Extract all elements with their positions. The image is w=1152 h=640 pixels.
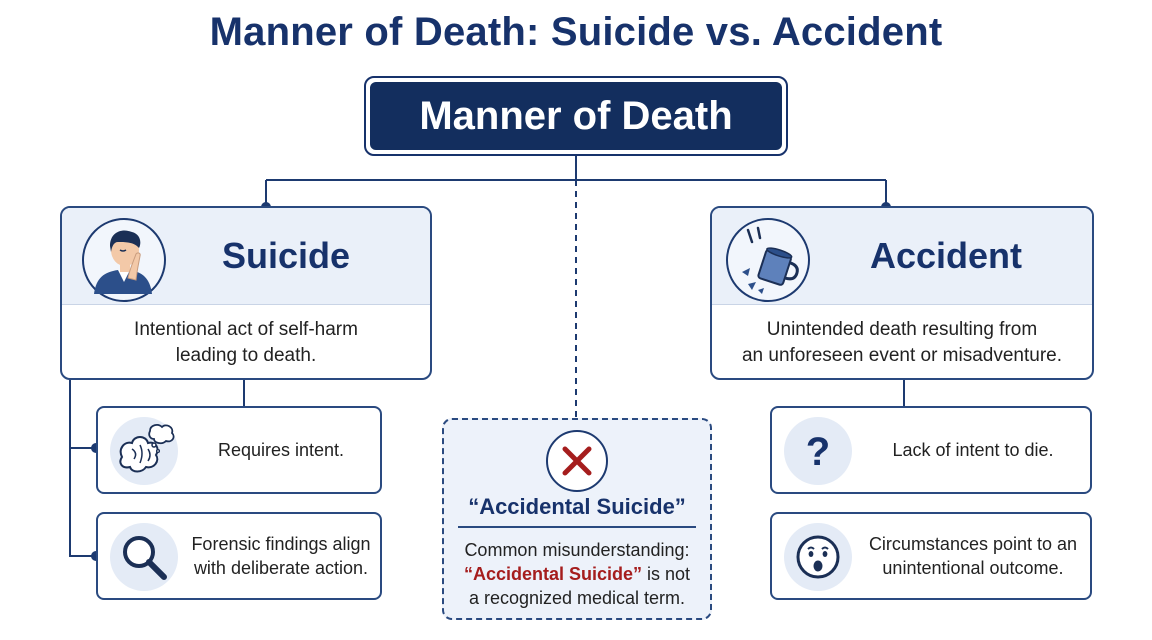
misconception-box: “Accidental Suicide” Common misunderstan… [442,418,712,620]
criterion-line: Circumstances point to an [868,534,1078,554]
suicide-card-header: Suicide [62,208,430,305]
criterion-text: Circumstances point to an unintentional … [864,514,1082,598]
criterion-line: Requires intent. [217,440,345,460]
accident-title: Accident [870,235,1023,276]
distressed-person-icon [82,218,166,302]
suicide-criterion-intent: Requires intent. [96,406,382,494]
root-node: Manner of Death [364,76,788,156]
root-node-label: Manner of Death [370,82,782,150]
criterion-text: Forensic findings align with deliberate … [190,514,372,598]
magnifying-glass-icon [110,523,178,591]
accident-card-header: Accident [712,208,1092,305]
suicide-card: Suicide Intentional act of self-harm lea… [60,206,432,380]
brain-thought-icon [110,417,178,485]
divider [458,526,696,528]
criterion-line: Forensic findings align [191,534,371,554]
misconception-text: Common misunderstanding: “Accidental Sui… [444,538,710,610]
suicide-description: Intentional act of self-harm leading to … [62,305,430,369]
surprised-face-icon [784,523,852,591]
falling-mug-icon [726,218,810,302]
suicide-title: Suicide [222,235,351,276]
suicide-description-line: leading to death. [175,345,317,366]
misconception-line: “Accidental Suicide” is not [444,562,710,586]
page-title: Manner of Death: Suicide vs. Accident [209,10,943,54]
accident-description: Unintended death resulting from an unfor… [712,305,1092,369]
criterion-text: Lack of intent to die. [864,408,1082,492]
accident-description-line: Unintended death resulting from [766,319,1038,340]
x-mark-icon [546,430,608,492]
suicide-criterion-forensic: Forensic findings align with deliberate … [96,512,382,600]
svg-text:?: ? [806,430,830,474]
criterion-line: unintentional outcome. [882,558,1064,578]
accident-criterion-circumstances: Circumstances point to an unintentional … [770,512,1092,600]
accident-description-line: an unforeseen event or misadventure. [741,345,1063,366]
criterion-line: Lack of intent to die. [892,440,1054,460]
suicide-description-line: Intentional act of self-harm [134,319,358,340]
misconception-line: a recognized medical term. [468,588,686,608]
criterion-line: with deliberate action. [193,558,369,578]
accident-criterion-intent: ? Lack of intent to die. [770,406,1092,494]
accident-card: Accident Unintended death resulting from… [710,206,1094,380]
misconception-heading: “Accidental Suicide” [468,494,686,519]
misconception-term: “Accidental Suicide” [463,564,643,584]
misconception-line: Common misunderstanding: [464,540,690,560]
misconception-line-rest: is not [642,564,691,584]
criterion-text: Requires intent. [190,408,372,492]
question-mark-icon: ? [784,417,852,485]
